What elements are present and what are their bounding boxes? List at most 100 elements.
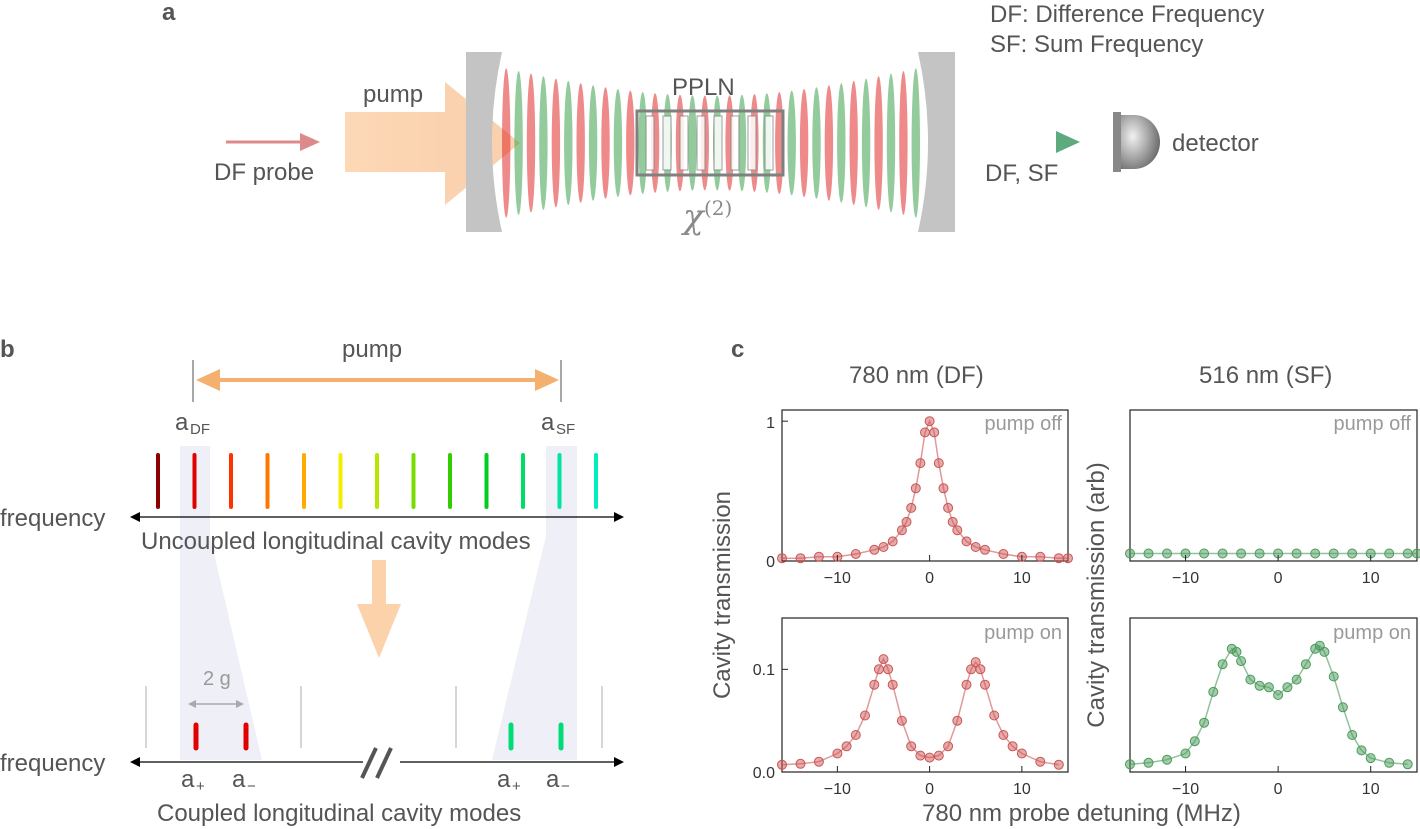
data-point [1007, 741, 1018, 752]
y-axis-label-right: Cavity transmission (arb) [1083, 462, 1110, 727]
data-point [980, 679, 990, 690]
panel-a-letter: a [162, 0, 176, 26]
pump-span-head-right [535, 369, 559, 391]
data-point [1125, 759, 1135, 770]
chi-order: (2) [704, 196, 732, 220]
plot-frame [1129, 409, 1418, 562]
ppln-domain [645, 115, 655, 171]
ppln-label: PPLN [672, 74, 735, 101]
data-point [1412, 548, 1420, 559]
standing-wave-fringe [638, 92, 647, 194]
data-point [1208, 686, 1219, 697]
data-point [887, 679, 898, 690]
coupled-modes [145, 686, 603, 751]
data-point [910, 483, 921, 494]
input-mirror [466, 52, 502, 232]
data-point [1162, 548, 1172, 559]
y-tick-label: 0.1 [753, 662, 775, 679]
data-point [1199, 717, 1210, 728]
data-point [1016, 748, 1027, 759]
data-point [878, 654, 889, 665]
axis-break-mark [360, 747, 378, 779]
standing-wave-fringe [502, 68, 511, 218]
data-point [1337, 702, 1348, 713]
panel-a: a DF: Difference Frequency SF: Sum Frequ… [162, 0, 1264, 237]
pump-on-tag: pump on [1333, 622, 1411, 644]
standing-wave-fringe [601, 87, 610, 199]
standing-wave-fringe [874, 76, 883, 210]
y-axis-label-left: Cavity transmission [709, 491, 736, 699]
frequency-label-bottom: frequency [0, 750, 105, 777]
data-point [975, 664, 986, 675]
data-point [883, 664, 894, 675]
panel-c-letter: c [731, 336, 744, 363]
data-point [906, 741, 917, 752]
data-point [1263, 682, 1274, 693]
a-df-subscript: DF [190, 421, 210, 438]
data-point [813, 551, 824, 562]
data-point [1236, 548, 1247, 559]
data-point [1254, 680, 1265, 691]
a-minus-sf-subscript: − [561, 778, 570, 795]
data-point [1384, 548, 1395, 559]
data-point [1217, 548, 1228, 559]
standing-wave-fringe [824, 85, 834, 201]
data-point [1254, 548, 1265, 559]
data-point [777, 553, 787, 564]
x-tick-label: 10 [1013, 570, 1031, 587]
standing-wave-fringe [849, 80, 858, 206]
standing-wave-fringe [576, 83, 585, 203]
data-point [869, 679, 880, 690]
ppln-poling-domains [645, 115, 774, 171]
frequency-label-top: frequency [0, 505, 105, 532]
ppln-domain [764, 115, 774, 171]
data-point [970, 542, 981, 552]
data-point [1231, 646, 1242, 657]
df-mode-guide [180, 446, 262, 760]
x-tick-label: −10 [824, 781, 851, 798]
data-point [1273, 690, 1284, 700]
uncoupled-modes [156, 453, 598, 509]
plot-frame [1129, 617, 1418, 773]
standing-wave-fringe [812, 87, 821, 199]
data-point [1319, 646, 1330, 657]
ppln-domain [679, 115, 689, 171]
pump-span-label: pump [342, 336, 402, 363]
data-point [901, 516, 912, 527]
a-plus-df-label: a [181, 766, 195, 793]
standing-wave-fringe [588, 85, 598, 201]
data-point [841, 741, 852, 752]
y-tick-label: 1 [766, 415, 775, 432]
x-tick-label: 0 [1274, 570, 1283, 587]
data-point [1125, 548, 1135, 559]
data-point [989, 710, 1000, 721]
data-point [929, 427, 940, 438]
standing-wave-fringe [886, 73, 896, 213]
data-point [933, 458, 944, 469]
data-point [1347, 730, 1358, 740]
data-point [938, 483, 949, 494]
coupling-arrow-shaft [372, 560, 386, 606]
data-point [850, 549, 861, 559]
data-point [980, 544, 990, 555]
data-point [1356, 745, 1367, 756]
data-point [878, 542, 889, 552]
ppln-domain [662, 115, 672, 171]
data-point [1291, 548, 1302, 559]
a-plus-sf-label: a [497, 766, 511, 793]
x-tick-label: 0 [1274, 781, 1283, 798]
x-tick-label: −10 [824, 570, 851, 587]
output-arrow-head [1056, 131, 1080, 153]
fit-curve [781, 657, 1059, 766]
x-tick-label: 0 [925, 781, 934, 798]
data-point [998, 730, 1009, 740]
data-point [1236, 656, 1247, 667]
data-point [1053, 553, 1064, 564]
column-title-right: 516 nm (SF) [1199, 362, 1332, 389]
data-point [961, 679, 972, 690]
ppln-crystal [635, 109, 785, 177]
data-point [915, 750, 926, 761]
data-point [1035, 756, 1046, 767]
data-point [943, 741, 954, 752]
